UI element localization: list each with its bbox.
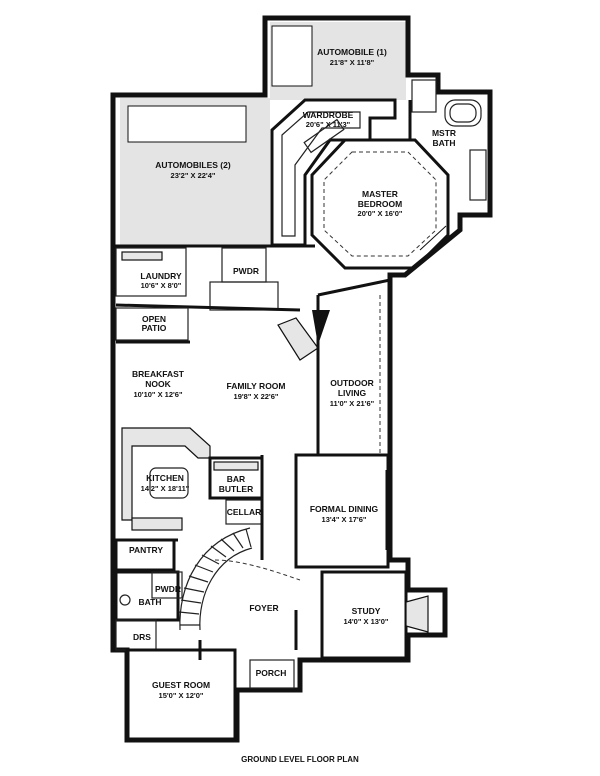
wardrobe-label: WARDROBE [303,110,354,120]
pwdr-upper-wall [221,247,267,283]
pwdr-lower-label: PWDR [155,584,181,594]
toilet [119,594,131,606]
laundry-wall [115,247,187,297]
study-fireplace [405,595,429,633]
garage-door-lower [127,105,247,143]
bar-counter [213,461,259,471]
family-room-label: FAMILY ROOM [226,381,285,391]
master-bedroom-inner [323,151,437,257]
garage-door-upper [271,25,313,87]
porch-wall [249,659,295,689]
tub [444,99,482,127]
guest-room-dim: 15'0" X 12'0" [159,691,204,700]
master-bedroom-dim: 20'0" X 16'0" [358,209,403,218]
breakfast-nook-dim: 10'10" X 12'6" [133,390,182,399]
automobile1-dim: 21'8" X 11'8" [330,58,375,67]
tub-inner [449,103,477,123]
laundry-counter [121,251,163,261]
family-fireplace [277,317,319,361]
automobile1-label: AUTOMOBILE (1) [317,47,387,57]
automobiles2-label: AUTOMOBILES (2) [155,160,231,170]
kitchen-island [149,467,189,499]
stair-inner [199,547,253,631]
kitchen-counter [121,427,211,521]
pantry-wall [114,538,176,572]
laundry-dim: 10'6" X 8'0" [141,281,182,290]
automobiles2-dim: 23'2" X 22'4" [171,171,216,180]
family-room-dim: 19'8" X 22'6" [234,392,279,401]
formal-dining-wall [294,453,390,569]
study-dim: 14'0" X 13'0" [344,617,389,626]
master-bedroom-label1: MASTER [362,189,398,199]
study-label: STUDY [352,606,381,616]
lower-pwdr-wall [151,571,183,599]
kitchen-dim: 14'2" X 18'11" [141,484,190,493]
outdoor-top [317,278,391,297]
kitchen-counter-bottom [131,517,183,531]
formal-dining-label: FORMAL DINING [310,504,379,514]
drs-label: DRS [133,632,151,642]
open-patio-label2: PATIO [142,323,167,333]
pantry-label: PANTRY [129,545,163,555]
stair-treads [178,528,252,626]
mstr-bath-label2: BATH [433,138,456,148]
guest-room-label: GUEST ROOM [152,680,210,690]
open-patio-label1: OPEN [142,314,166,324]
porch-label: PORCH [256,668,287,678]
mstr-bath-label1: MSTR [432,128,456,138]
bar-label1: BAR [227,474,245,484]
wardrobe-bench [303,118,345,154]
laundry-label: LAUNDRY [140,271,182,281]
bedroom-window [419,225,447,251]
wardrobe-inner [281,111,361,237]
upper-hall [209,281,279,311]
lower-bath-wall [114,570,180,622]
outdoor-living-label1: OUTDOOR [330,378,373,388]
master-bedroom-wall [310,138,450,270]
master-bedroom-label2: BEDROOM [358,199,402,209]
wardrobe-dim: 20'6" X 11'3" [306,120,351,129]
hall-wall [115,303,301,312]
open-patio-wall [115,307,189,341]
bath-vanity [469,149,487,201]
cellar-label: CELLAR [227,507,261,517]
outdoor-living-label2: LIVING [338,388,367,398]
breakfast-nook-label2: NOOK [145,379,171,389]
family-fireplace-hearth [312,310,330,345]
pwdr-upper-label: PWDR [233,266,259,276]
bath-label: BATH [139,597,162,607]
foyer-label: FOYER [249,603,278,613]
formal-dining-dim: 13'4" X 17'6" [322,515,367,524]
plan-caption: GROUND LEVEL FLOOR PLAN [241,755,359,764]
outdoor-living-dim: 11'0" X 21'6" [330,399,375,408]
bath-closet [411,79,437,113]
foyer-curve [214,559,301,581]
kitchen-label: KITCHEN [146,473,184,483]
bar-label2: BUTLER [219,484,253,494]
breakfast-nook-label1: BREAKFAST [132,369,185,379]
